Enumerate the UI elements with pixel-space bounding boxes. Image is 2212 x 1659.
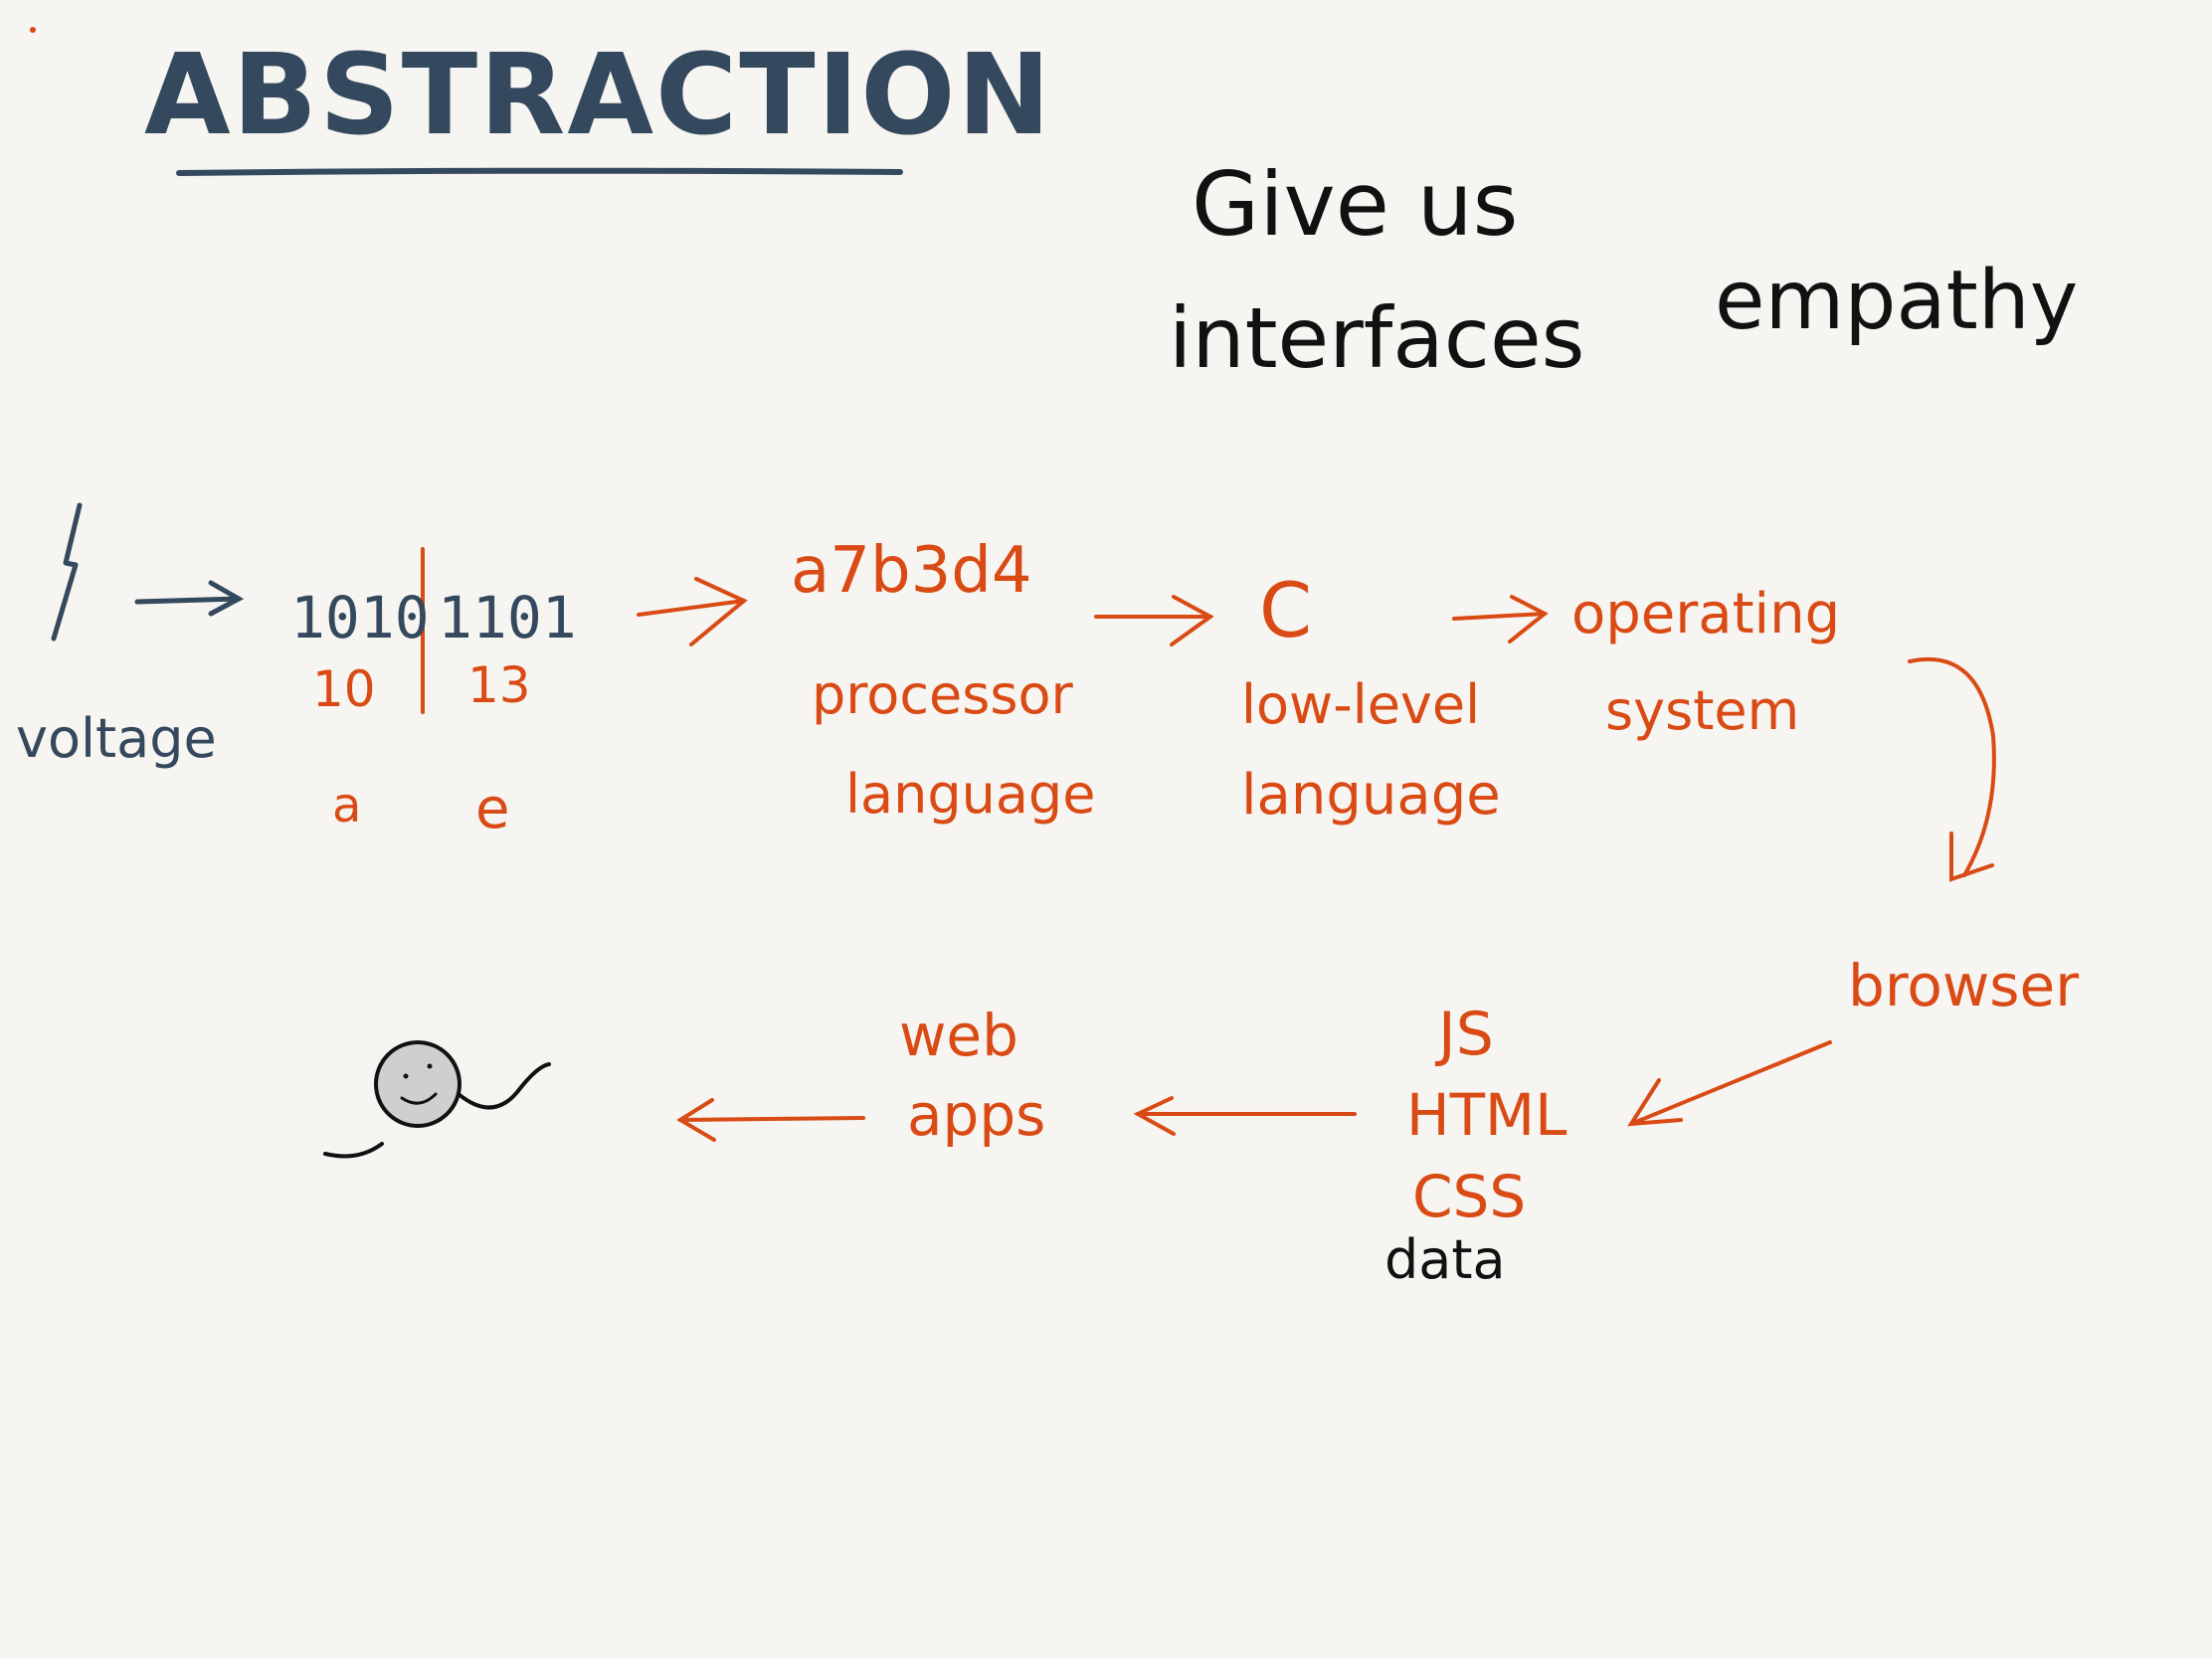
webtech-html: HTML <box>1406 1081 1567 1149</box>
apps-label-line1: web <box>899 1002 1018 1069</box>
page-title: ABSTRACTION <box>144 31 1053 160</box>
note-empathy: empathy <box>1715 254 2079 348</box>
decimal-right: 13 <box>467 656 531 714</box>
processor-label-line2: language <box>845 763 1096 826</box>
browser-label: browser <box>1848 952 2080 1019</box>
note-interfaces: interfaces <box>1169 289 1585 387</box>
arrow-processor-to-c <box>1094 595 1214 646</box>
c-label-line1: low-level <box>1241 673 1481 736</box>
arrow-apps-to-person <box>676 1098 865 1142</box>
arrow-binary-to-processor <box>637 577 748 646</box>
voltage-label: voltage <box>16 707 217 770</box>
webtech-css: CSS <box>1412 1163 1527 1230</box>
processor-code: a7b3d4 <box>791 534 1032 608</box>
arrow-webtech-to-apps <box>1133 1096 1357 1136</box>
processor-label-line1: processor <box>812 663 1073 726</box>
arrow-browser-to-webtech <box>1627 1040 1832 1127</box>
person-smiley-icon <box>323 1040 551 1159</box>
binary-bits-right: 1101 <box>438 584 577 651</box>
arrow-os-to-browser <box>1908 656 1996 882</box>
arrow-voltage-to-binary <box>134 580 245 617</box>
title-underline <box>176 167 903 176</box>
c-code: C <box>1259 566 1313 654</box>
os-label-line2: system <box>1605 679 1800 742</box>
hex-left: a <box>332 778 362 833</box>
webtech-js: JS <box>1438 1000 1494 1069</box>
stray-dot <box>30 27 36 33</box>
binary-bits-left: 1010 <box>290 584 430 651</box>
os-label-line1: operating <box>1571 582 1841 646</box>
apps-label-line2: apps <box>907 1081 1046 1149</box>
lightning-bolt-icon <box>51 502 83 642</box>
c-label-line2: language <box>1241 763 1501 828</box>
arrow-c-to-os <box>1452 595 1549 644</box>
hex-right: e <box>475 777 510 841</box>
note-give-us: Give us <box>1192 153 1519 256</box>
decimal-left: 10 <box>312 660 376 718</box>
note-data: data <box>1384 1228 1506 1291</box>
